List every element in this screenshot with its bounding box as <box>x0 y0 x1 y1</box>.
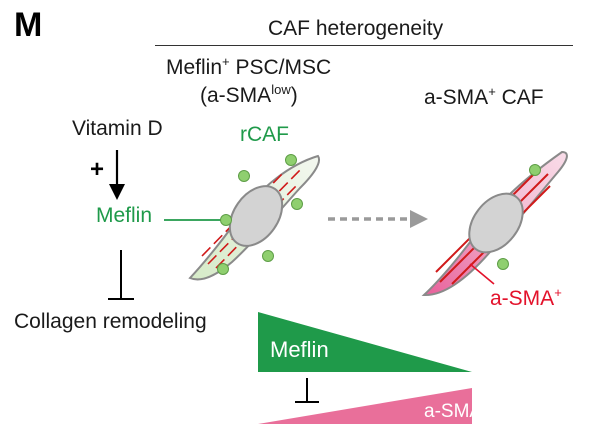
rcaf-nucleus <box>228 185 284 247</box>
sma-caf-nucleus <box>468 192 524 254</box>
meflin-dot <box>529 164 541 176</box>
sma-pointer-line <box>469 263 495 285</box>
figure-header: CAF heterogeneity <box>268 17 444 40</box>
rcaf-label: rCAF <box>240 123 289 146</box>
left-column-title-line2: (a-SMAlow) <box>200 82 298 107</box>
vitamin-d-arrow <box>109 150 125 200</box>
inhibition-symbol <box>108 250 134 300</box>
sma-gradient-bar <box>258 388 472 424</box>
transition-arrow <box>328 210 428 228</box>
left-column-title-line1: Meflin+ PSC/MSC <box>166 54 332 79</box>
panel-letter: M <box>14 6 43 44</box>
meflin-gradient-bar <box>258 312 472 372</box>
plus-sign: + <box>90 156 105 183</box>
meflin-bar-label: Meflin <box>270 337 329 362</box>
collagen-remodeling-label: Collagen remodeling <box>14 310 207 333</box>
sma-positive-label: a-SMA+ <box>490 285 562 310</box>
header-divider <box>155 45 573 46</box>
vitamin-d-label: Vitamin D <box>72 117 163 140</box>
bar-inhibition-symbol <box>295 378 319 403</box>
sma-bar-label: a-SMA <box>424 401 483 422</box>
sma-caf-cell <box>421 150 568 297</box>
meflin-dot <box>497 258 509 270</box>
rcaf-cell <box>188 154 320 281</box>
right-column-title: a-SMA+ CAF <box>424 84 544 109</box>
meflin-label: Meflin <box>96 204 153 227</box>
meflin-dots <box>217 154 303 275</box>
